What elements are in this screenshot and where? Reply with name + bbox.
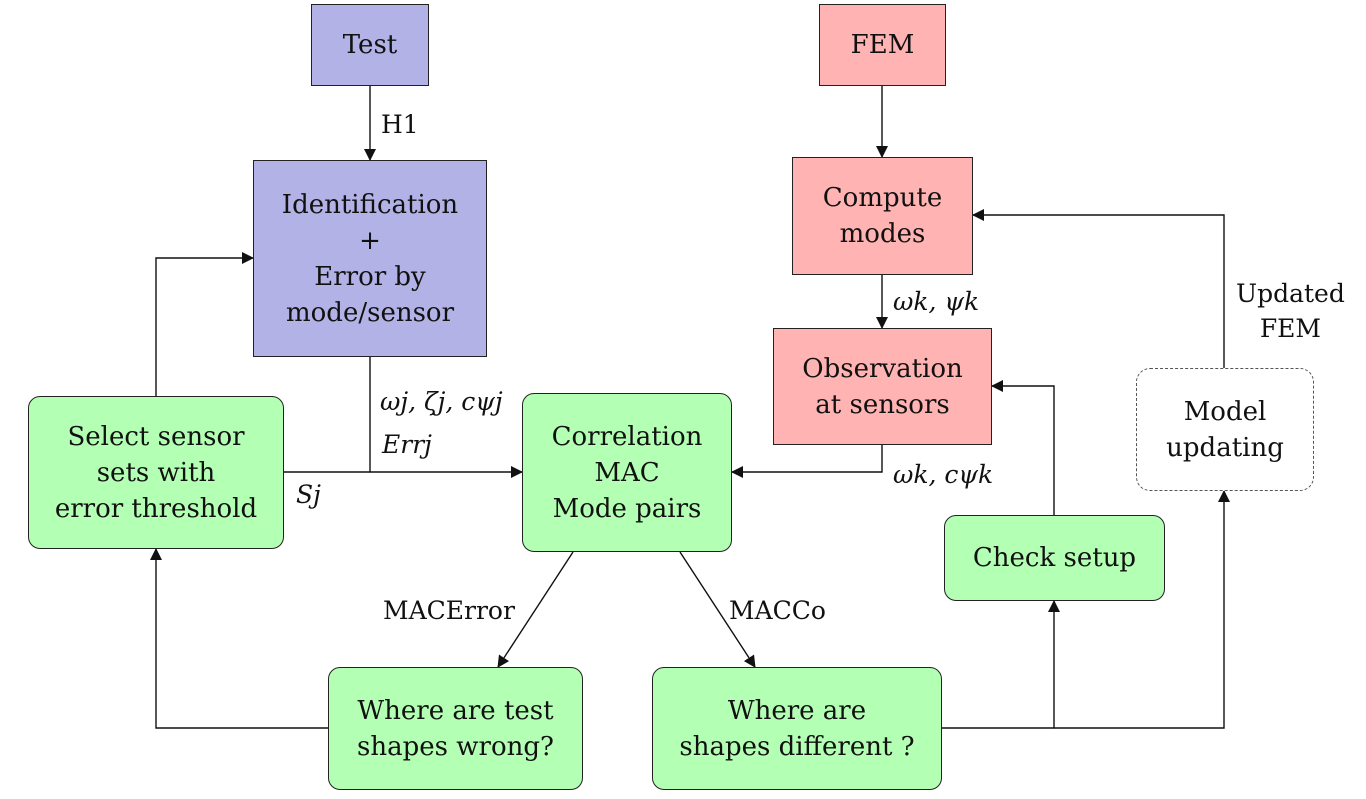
identification-node: Identification + Error by mode/sensor xyxy=(253,160,487,357)
test-node: Test xyxy=(311,4,429,86)
identification-line-1: Identification xyxy=(281,189,459,220)
observation-node: Observation at sensors xyxy=(773,328,992,445)
fem-node: FEM xyxy=(819,4,946,86)
observation-line-2: at sensors xyxy=(815,389,950,420)
shapes-different-line-1: Where are xyxy=(727,695,867,726)
label-updated-fem-line-2: FEM xyxy=(1259,314,1322,343)
shapes-different-node: Where are shapes different ? xyxy=(652,667,942,790)
observation-line-1: Observation xyxy=(802,353,963,384)
edge-different-updating xyxy=(1054,490,1230,729)
edge-correlation-wrong xyxy=(497,551,574,668)
edge-updating-compute xyxy=(972,209,1225,368)
model-updating-line-2: updating xyxy=(1166,432,1284,463)
select-sensor-node: Select sensor sets with error threshold xyxy=(28,396,284,549)
label-updated-fem: Updated FEM xyxy=(1236,276,1345,346)
select-sensor-line-3: error threshold xyxy=(54,493,258,524)
model-updating-line-1: Model xyxy=(1183,396,1267,427)
test-label: Test xyxy=(342,30,398,60)
select-sensor-line-2: sets with xyxy=(96,457,216,488)
edge-select-identification xyxy=(155,252,254,396)
label-mac-co: MACCo xyxy=(729,596,826,625)
label-err-j: Errj xyxy=(382,430,432,459)
edge-wrong-select xyxy=(150,548,328,729)
edge-different-check xyxy=(942,600,1060,729)
correlation-node: Correlation MAC Mode pairs xyxy=(522,393,732,552)
label-omega-psi-k: ωk, ψk xyxy=(893,287,980,316)
compute-modes-node: Compute modes xyxy=(792,157,973,275)
test-shapes-wrong-node: Where are test shapes wrong? xyxy=(328,667,583,790)
label-s-j: Sj xyxy=(296,480,321,509)
select-sensor-line-1: Select sensor xyxy=(67,421,245,452)
test-shapes-wrong-line-1: Where are test xyxy=(357,695,554,726)
identification-line-4: mode/sensor xyxy=(286,297,454,328)
correlation-line-3: Mode pairs xyxy=(552,493,702,524)
edge-correlation-different xyxy=(679,551,756,668)
correlation-line-1: Correlation xyxy=(551,421,703,452)
identification-line-3: Error by xyxy=(314,261,426,292)
compute-modes-line-1: Compute xyxy=(822,183,943,213)
correlation-line-2: MAC xyxy=(594,457,660,488)
label-h1: H1 xyxy=(381,110,419,139)
label-omega-zeta-cpsi-j: ωj, ζj, cψj xyxy=(380,387,503,416)
compute-modes-line-2: modes xyxy=(839,219,926,249)
identification-line-2: + xyxy=(359,225,381,256)
label-updated-fem-line-1: Updated xyxy=(1236,279,1345,308)
label-mac-error: MACError xyxy=(383,596,515,625)
fem-label: FEM xyxy=(850,30,915,60)
check-setup-node: Check setup xyxy=(944,515,1165,601)
model-updating-node: Model updating xyxy=(1136,368,1314,491)
test-shapes-wrong-line-2: shapes wrong? xyxy=(357,731,554,762)
check-setup-label: Check setup xyxy=(972,543,1137,573)
shapes-different-line-2: shapes different ? xyxy=(679,731,915,762)
label-omega-cpsi-k: ωk, cψk xyxy=(893,460,994,489)
edge-observation-correlation xyxy=(731,445,883,478)
edge-check-observation xyxy=(991,380,1055,515)
